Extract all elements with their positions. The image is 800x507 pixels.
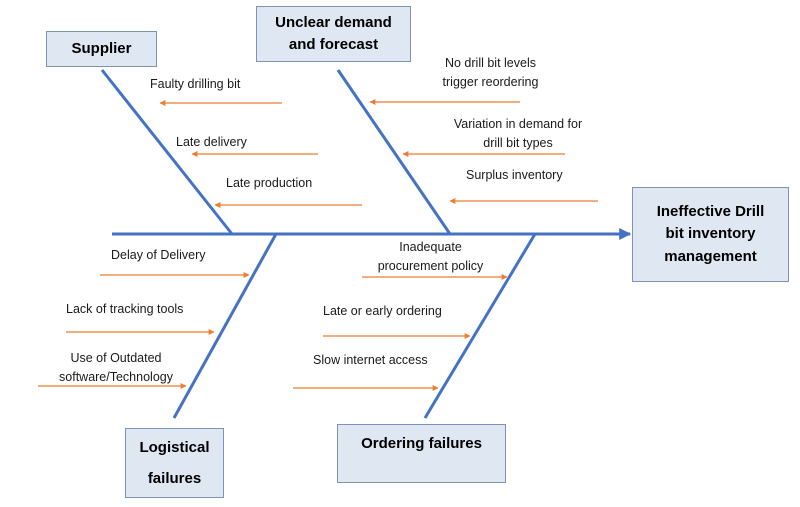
cause-label-no-drill-bit-levels: No drill bit levels trigger reordering	[442, 56, 539, 90]
cause-label-inadequate-procurement: Inadequate procurement policy	[377, 240, 484, 274]
cause-label-lack-of-tracking: Lack of tracking tools	[66, 302, 184, 316]
bone-ordering	[423, 233, 537, 419]
cause-label-surplus-inventory: Surplus inventory	[466, 168, 563, 182]
category-box-ordering-failures: Ordering failures	[337, 424, 506, 483]
category-label-unclear-demand: Unclear demand and forecast	[275, 14, 392, 53]
bone-supplier	[100, 69, 234, 235]
category-label-logistical-failures: Logistical failures	[139, 438, 210, 488]
cause-label-late-production: Late production	[226, 176, 313, 190]
category-box-logistical-failures: Logistical failures	[125, 428, 224, 498]
category-label-supplier: Supplier	[71, 40, 132, 58]
category-label-ordering-failures: Ordering failures	[361, 435, 482, 452]
bone-unclear-demand	[336, 69, 452, 235]
cause-label-variation-in-demand: Variation in demand for drill bit types	[453, 117, 583, 151]
bone-logistical	[172, 233, 278, 419]
cause-label-outdated-software: Use of Outdated software/Technology	[59, 351, 173, 385]
cause-label-late-delivery: Late delivery	[176, 135, 247, 149]
cause-label-slow-internet: Slow internet access	[313, 353, 428, 367]
effect-box: Ineffective Drill bit inventory manageme…	[632, 187, 789, 282]
effect-label: Ineffective Drill bit inventory manageme…	[656, 202, 765, 265]
category-box-supplier: Supplier	[46, 31, 157, 67]
category-box-unclear-demand: Unclear demand and forecast	[256, 6, 411, 62]
cause-label-delay-of-delivery: Delay of Delivery	[111, 248, 206, 262]
cause-label-late-or-early-ordering: Late or early ordering	[323, 304, 442, 318]
cause-label-faulty-drilling-bit: Faulty drilling bit	[150, 77, 241, 91]
